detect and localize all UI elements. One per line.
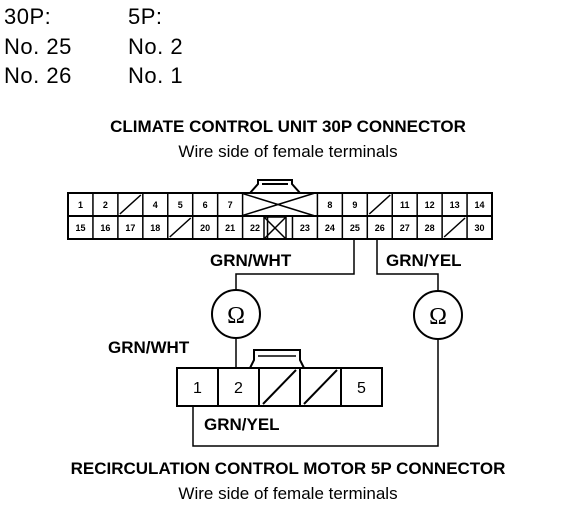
unit-pin-label: 12 <box>425 200 435 210</box>
svg-text:Ω: Ω <box>429 304 447 330</box>
pin-table-30p-row2: No. 26 <box>4 63 72 88</box>
motor-5p-connector <box>176 349 383 407</box>
pin-table-5p-row2: No. 1 <box>128 63 184 88</box>
unit-pin-label: 2 <box>103 200 108 210</box>
wire-pin25-to-meter1 <box>235 239 355 290</box>
unit-pin-label: 1 <box>78 200 83 210</box>
motor-empty-cavity <box>303 369 338 405</box>
motor-connector-title: RECIRCULATION CONTROL MOTOR 5P CONNECTOR <box>70 459 506 478</box>
ohmmeter-icon: Ω <box>211 289 261 339</box>
wire-label-grn-yel-top: GRN/YEL <box>386 251 462 270</box>
unit-pin-label: 23 <box>300 223 310 233</box>
unit-connector-lock-tab <box>249 179 301 194</box>
wire-meter2-to-pin1 <box>192 338 439 447</box>
wire-label-grn-wht-top: GRN/WHT <box>210 251 292 270</box>
pin-table-30p-row1: No. 25 <box>4 34 72 59</box>
unit-pin-label: 17 <box>125 223 135 233</box>
unit-pin-label: 14 <box>475 200 485 210</box>
unit-pin-label: 20 <box>200 223 210 233</box>
motor-pin-label: 5 <box>357 380 366 397</box>
unit-pin-label: 4 <box>153 200 158 210</box>
unit-dummy-cavity <box>263 216 287 240</box>
motor-connector-body <box>176 367 383 407</box>
unit-pin-label: 6 <box>203 200 208 210</box>
unit-pin-label: 24 <box>325 223 335 233</box>
wire-label-grn-wht-left: GRN/WHT <box>108 338 190 357</box>
unit-pin-label: 26 <box>375 223 385 233</box>
motor-pin-label: 2 <box>234 380 243 397</box>
unit-pin-label: 9 <box>352 200 357 210</box>
svg-text:Ω: Ω <box>227 303 245 329</box>
unit-pin-label: 18 <box>150 223 160 233</box>
pin-table-header-30p: 30P: <box>4 4 52 29</box>
unit-pin-label: 28 <box>425 223 435 233</box>
unit-pin-label: 27 <box>400 223 410 233</box>
motor-empty-cavity <box>262 369 297 405</box>
test-wires <box>192 239 439 447</box>
wire-label-grn-yel-bottom: GRN/YEL <box>204 415 280 434</box>
unit-empty-cavity <box>443 217 466 238</box>
unit-pin-label: 13 <box>450 200 460 210</box>
ohmmeter-icon: Ω <box>413 290 463 340</box>
motor-pin-label: 1 <box>193 380 202 397</box>
motor-connector-lock-tab <box>249 349 305 369</box>
unit-pin-label: 15 <box>75 223 85 233</box>
unit-connector-subtitle: Wire side of female terminals <box>178 142 398 161</box>
unit-pin-label: 21 <box>225 223 235 233</box>
pin-table-header-5p: 5P: <box>128 4 163 29</box>
unit-empty-cavity <box>368 194 391 215</box>
unit-connector-title: CLIMATE CONTROL UNIT 30P CONNECTOR <box>110 117 466 136</box>
unit-pin-label: 25 <box>350 223 360 233</box>
wire-pin26-to-meter2 <box>376 239 439 292</box>
unit-pin-label: 8 <box>327 200 332 210</box>
unit-empty-cavity <box>169 217 192 238</box>
unit-pin-label: 16 <box>100 223 110 233</box>
motor-connector-cells: 1 2 5 <box>193 368 366 406</box>
unit-pin-label: 7 <box>228 200 233 210</box>
unit-pin-label: 30 <box>475 223 485 233</box>
unit-pin-label: 5 <box>178 200 183 210</box>
unit-pin-label: 11 <box>400 200 410 210</box>
unit-30p-connector <box>67 179 493 240</box>
motor-connector-subtitle: Wire side of female terminals <box>178 484 398 503</box>
pin-table-5p-row1: No. 2 <box>128 34 184 59</box>
unit-empty-cavity <box>119 194 142 215</box>
unit-pin-label: 22 <box>250 223 260 233</box>
